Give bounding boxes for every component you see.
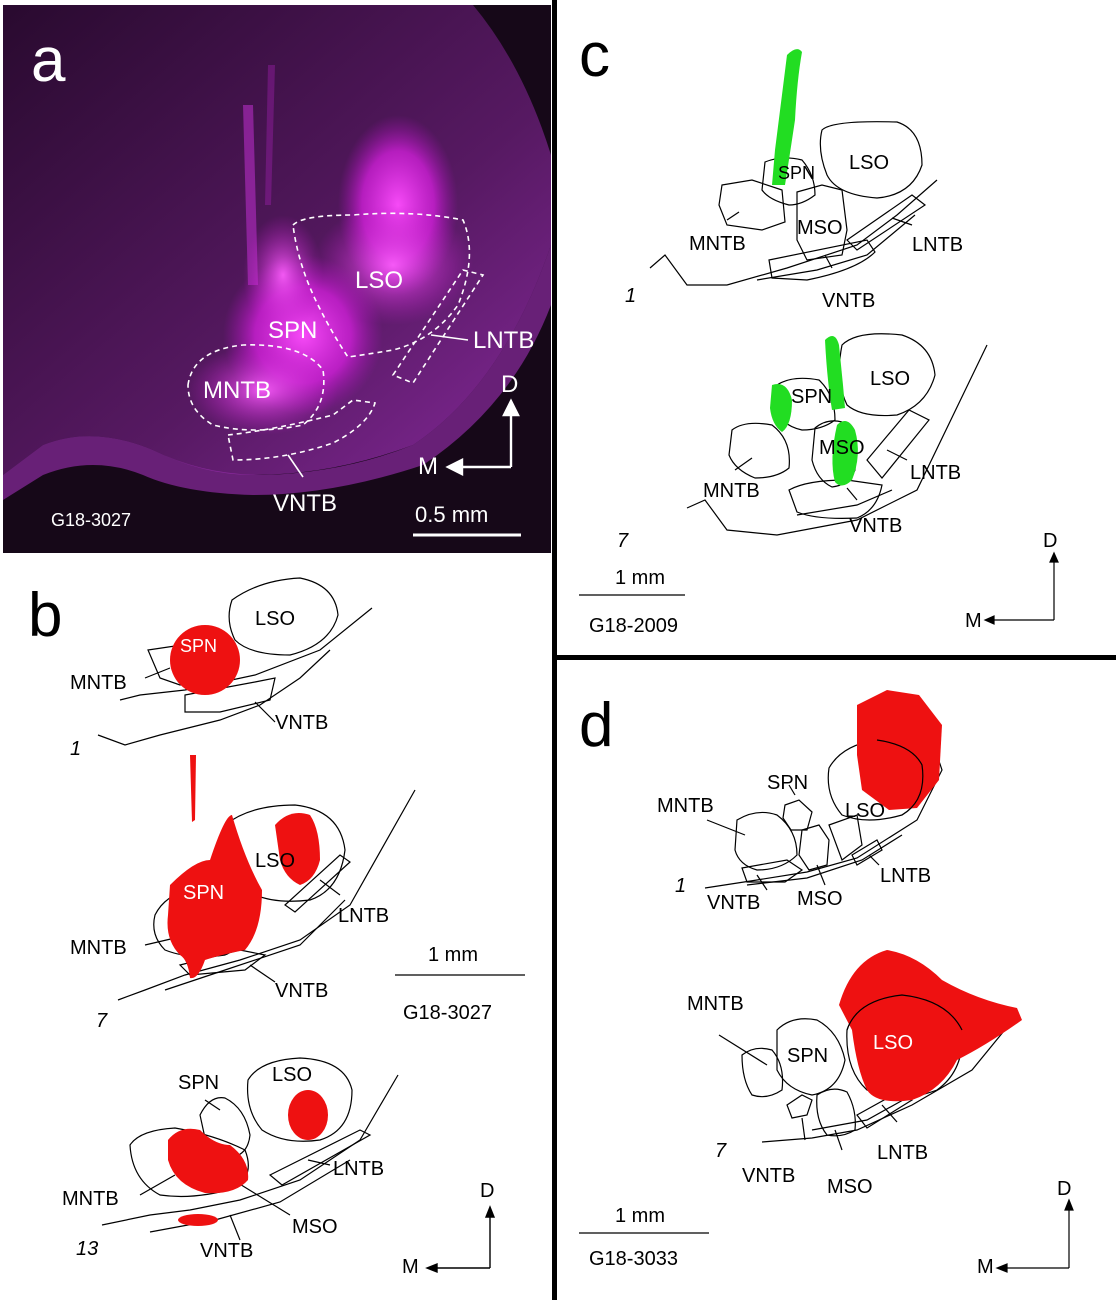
horizontal-divider — [552, 655, 1116, 660]
panel-a-orient-d: D — [501, 371, 519, 398]
vertical-divider — [552, 0, 557, 1300]
panel-c-s7-label-lso: LSO — [870, 368, 911, 390]
panel-a-label-mntb: MNTB — [203, 377, 271, 404]
panel-b-s7-label-lntb: LNTB — [338, 905, 390, 927]
panel-c-s1-number: 1 — [625, 285, 637, 307]
panel-a-image — [3, 5, 551, 553]
panel-c-s1-label-vntb: VNTB — [822, 290, 876, 312]
panel-b-orient-m: M — [402, 1256, 419, 1278]
panel-d-s7-label-vntb: VNTB — [742, 1165, 796, 1187]
panel-b-s13-number: 13 — [76, 1238, 99, 1260]
panel-b-s7-number: 7 — [96, 1010, 108, 1032]
panel-b-s13-label-lntb: LNTB — [333, 1158, 385, 1180]
panel-d-s1-label-mso: MSO — [797, 888, 843, 910]
panel-b-s1-label-lso: LSO — [255, 608, 296, 630]
panel-d-scale-label: 1 mm — [615, 1205, 665, 1227]
panel-c-s7-number: 7 — [617, 530, 629, 552]
panel-a-label-vntb: VNTB — [273, 490, 338, 517]
panel-b-s1-label-vntb: VNTB — [275, 712, 329, 734]
panel-d: d SPN LSO MNTB LNTB VNTB MSO 1 MNTB SPN … — [557, 660, 1116, 1300]
panel-c-s1-label-mntb: MNTB — [689, 233, 746, 255]
panel-d-s7-label-mso: MSO — [827, 1176, 873, 1198]
panel-b-specimen-id: G18-3027 — [403, 1002, 492, 1024]
panel-a: a LSO SPN MNTB LNTB VNTB D M 0.5 mm G18-… — [3, 5, 551, 553]
panel-c-orient-d: D — [1043, 530, 1058, 552]
panel-c-letter: c — [579, 21, 610, 90]
panel-b-s13-label-vntb: VNTB — [200, 1240, 254, 1262]
panel-b-s1-label-spn: SPN — [180, 636, 218, 656]
panel-d-specimen-id: G18-3033 — [589, 1248, 678, 1270]
panel-d-s1-label-lso: LSO — [845, 800, 886, 822]
panel-d-orient-d: D — [1057, 1178, 1072, 1200]
panel-b-s13-label-mntb: MNTB — [62, 1188, 119, 1210]
panel-c-s7-label-vntb: VNTB — [849, 515, 903, 537]
panel-c-drawing — [579, 49, 1059, 625]
panel-b: b LSO SPN MNTB VNTB 1 LSO SPN MNTB LNTB … — [0, 560, 552, 1300]
panel-d-orient-m: M — [977, 1256, 994, 1278]
panel-c-s1-label-mso: MSO — [797, 217, 843, 239]
panel-a-letter: a — [31, 26, 66, 95]
panel-b-s13-label-spn: SPN — [178, 1072, 220, 1094]
panel-a-label-spn: SPN — [268, 317, 318, 344]
panel-d-s1-label-lntb: LNTB — [880, 865, 932, 887]
panel-b-s13-label-mso: MSO — [292, 1216, 338, 1238]
panel-d-letter: d — [579, 691, 614, 760]
panel-c: c LSO SPN MNTB MSO LNTB VNTB 1 LSO SPN M… — [557, 0, 1116, 655]
panel-b-letter: b — [28, 581, 63, 650]
panel-b-scale-label: 1 mm — [428, 944, 478, 966]
panel-d-s1-label-mntb: MNTB — [657, 795, 714, 817]
panel-a-orient-m: M — [418, 453, 438, 480]
panel-c-specimen-id: G18-2009 — [589, 615, 678, 637]
panel-c-scale-label: 1 mm — [615, 567, 665, 589]
panel-a-specimen-id: G18-3027 — [51, 510, 132, 530]
panel-b-s7-label-lso: LSO — [255, 850, 296, 872]
panel-b-s13-label-lso: LSO — [272, 1064, 313, 1086]
panel-a-label-lso: LSO — [355, 267, 404, 294]
panel-b-drawing — [97, 577, 525, 1274]
panel-d-s7-label-lntb: LNTB — [877, 1142, 929, 1164]
panel-d-s7-label-lso: LSO — [873, 1032, 914, 1054]
panel-b-s1-number: 1 — [70, 738, 82, 760]
panel-b-orient-d: D — [480, 1180, 495, 1202]
panel-d-s1-label-vntb: VNTB — [707, 892, 761, 914]
panel-a-label-lntb: LNTB — [473, 327, 535, 354]
panel-c-orient-m: M — [965, 610, 982, 632]
panel-c-s1-label-lntb: LNTB — [912, 234, 964, 256]
panel-c-s7-label-lntb: LNTB — [910, 462, 962, 484]
panel-d-s7-label-mntb: MNTB — [687, 993, 744, 1015]
panel-c-s1-label-spn: SPN — [778, 163, 816, 183]
panel-d-s7-label-spn: SPN — [787, 1045, 829, 1067]
panel-d-s1-label-spn: SPN — [767, 772, 809, 794]
panel-c-s1-label-lso: LSO — [849, 152, 890, 174]
panel-c-s7-label-mntb: MNTB — [703, 480, 760, 502]
panel-c-s7-label-spn: SPN — [791, 386, 833, 408]
panel-c-s7-label-mso: MSO — [819, 437, 865, 459]
panel-b-s7-label-spn: SPN — [183, 882, 225, 904]
panel-b-s7-label-mntb: MNTB — [70, 937, 127, 959]
panel-d-s1-number: 1 — [675, 875, 687, 897]
panel-b-s1-label-mntb: MNTB — [70, 672, 127, 694]
panel-a-scale-label: 0.5 mm — [415, 502, 489, 527]
panel-b-s7-label-vntb: VNTB — [275, 980, 329, 1002]
panel-d-s7-number: 7 — [715, 1140, 727, 1162]
panel-d-drawing — [579, 690, 1074, 1273]
